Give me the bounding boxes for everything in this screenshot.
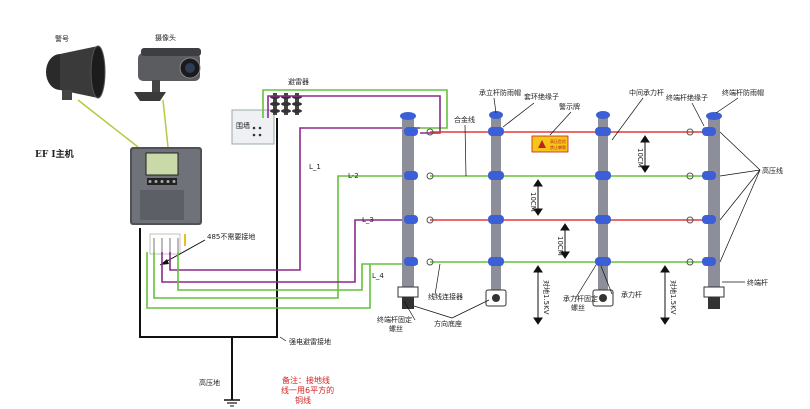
strong-ground-label: 强电避雷接地: [289, 337, 331, 346]
fence-lines: [430, 131, 715, 263]
end-pole-left: [397, 112, 419, 309]
host-controller: [130, 147, 202, 225]
camera-cable: [162, 99, 169, 148]
camera-label: 摄像头: [155, 33, 176, 42]
end-bolt-label-2: 螺丝: [389, 324, 403, 333]
mid-bearing-pole-1: [485, 111, 507, 307]
end-pole-right: [703, 112, 725, 309]
end-cap-label: 终端杆防雨帽: [722, 88, 764, 97]
leader-lines: [279, 97, 761, 342]
insulators: [404, 127, 716, 266]
dist-label-3: 10CM: [636, 148, 644, 168]
bearing-pole-label: 承力杆: [621, 290, 642, 299]
hv-wire-label: 高压线: [762, 166, 783, 175]
end-bolt-label-1: 终端杆固定: [377, 315, 412, 324]
svg-text:高压危险: 高压危险: [550, 138, 566, 144]
l2-label: L-2: [348, 172, 359, 180]
bearing-bolt-label-2: 螺丝: [571, 303, 585, 312]
l1-label: L_1: [309, 163, 321, 171]
dist-label-5: 对地1.5KV: [669, 280, 678, 315]
dist-label-2: 10CM: [556, 236, 564, 256]
end-insulator-label: 终端杆绝缘子: [666, 93, 708, 102]
mid-cap-label: 承立杆防雨帽: [479, 88, 521, 97]
lightning-label: 避雷器: [288, 77, 309, 86]
alarm-label: 警号: [55, 34, 69, 43]
mid-pole-label: 中间承力杆: [629, 88, 664, 97]
wire-connector-label: 线线连接器: [428, 292, 463, 301]
note-line-2: 线一用6平方的: [281, 385, 334, 395]
direction-base-label: 方向底座: [434, 319, 462, 328]
end-fittings: [426, 128, 694, 266]
label-485: 485不需要接地: [207, 232, 255, 241]
alarm-siren-icon: [46, 45, 106, 100]
bearing-bolt-label-1: 承力杆固定: [563, 294, 598, 303]
svg-text:禁止攀爬: 禁止攀爬: [550, 144, 566, 150]
host-terminals: [149, 233, 186, 255]
note-line-3: 铜线: [295, 395, 311, 405]
dist-label-4: 对地1.5KV: [542, 280, 551, 315]
alarm-cable: [77, 99, 139, 148]
ring-insulator-label: 套环绝缘子: [524, 92, 559, 101]
wall-label: 围墙: [236, 121, 250, 130]
dimension-arrows: [533, 135, 670, 325]
host-label: EF I主机: [35, 148, 74, 160]
camera-icon: [134, 48, 201, 101]
warning-sign-label: 警示牌: [559, 102, 580, 111]
warning-sign: 高压危险 禁止攀爬: [531, 135, 569, 153]
hv-ground-label: 高压地: [199, 378, 220, 387]
mid-bearing-pole-2: [592, 111, 614, 307]
end-pole-label: 终端杆: [747, 278, 768, 287]
note-line-1: 备注：接地线: [282, 375, 330, 385]
wiring: [139, 89, 448, 407]
dist-label-1: 10CM: [529, 192, 537, 212]
wall-box: [231, 109, 275, 145]
l4-label: L_4: [372, 272, 384, 280]
l3-label: L_3: [362, 216, 374, 224]
alloy-wire-label: 合金线: [454, 115, 475, 124]
